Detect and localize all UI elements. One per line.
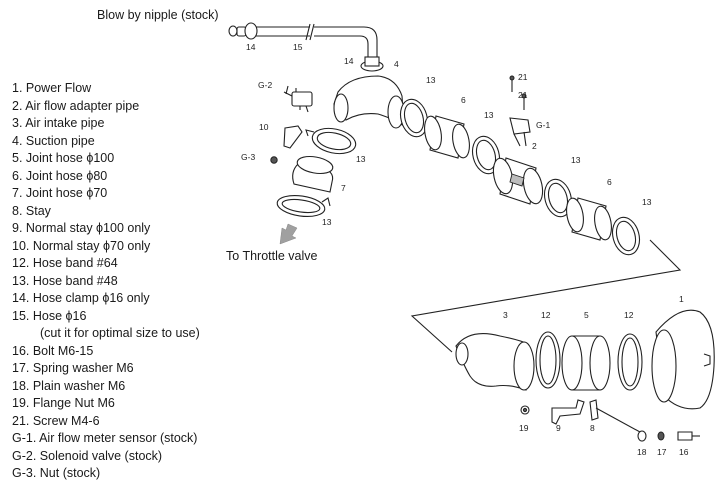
callout-21: 21: [518, 90, 528, 100]
callout-13: 13: [571, 155, 581, 165]
solenoid-valve: [283, 85, 313, 113]
callout-13: 13: [484, 110, 494, 120]
callout-G-3: G-3: [241, 152, 255, 162]
callout-18: 18: [637, 447, 647, 457]
legend-item: 5. Joint hose ϕ100: [12, 151, 115, 165]
throttle-arrow-icon: [279, 223, 298, 245]
legend-item: 4. Suction pipe: [12, 133, 95, 148]
callout-13: 13: [356, 154, 366, 164]
legend-item: 7. Joint hose ϕ70: [12, 186, 108, 200]
suction-pipe: [333, 75, 405, 129]
legend-item: G-1. Air flow meter sensor (stock): [12, 431, 198, 445]
legend-item: G-3. Nut (stock): [12, 466, 101, 480]
legend-item: 18. Plain washer M6: [12, 378, 126, 393]
hose-band-13-d: [611, 216, 641, 256]
callout-7: 7: [341, 183, 346, 193]
hose-band-13-left-lower: [276, 194, 331, 218]
joint-hose-7: [292, 155, 334, 193]
legend-item: 17. Spring washer M6: [12, 361, 134, 375]
legend-item: 14. Hose clamp ϕ16 only: [12, 291, 150, 305]
callout-labels: 14 15 14 4 G-2 10 G-3 13 7 13 13 6 13 21…: [241, 42, 689, 457]
connector-lines: [410, 239, 682, 353]
legend-item: G-2. Solenoid valve (stock): [12, 448, 163, 463]
callout-12: 12: [541, 310, 551, 320]
legend-item: 8. Stay: [12, 203, 51, 218]
callout-4: 4: [394, 59, 399, 69]
legend-item-note: (cut it for optimal size to use): [40, 326, 200, 340]
blow-by-caption: Blow by nipple (stock): [97, 8, 219, 22]
joint-hose-5: [561, 335, 611, 391]
air-flow-adapter-pipe: [492, 157, 544, 205]
power-flow-filter: [651, 309, 715, 410]
throttle-caption: To Throttle valve: [226, 249, 318, 263]
callout-14: 14: [246, 42, 256, 52]
callout-9: 9: [556, 423, 561, 433]
air-flow-meter-sensor: [509, 75, 531, 147]
legend-item: 1. Power Flow: [12, 81, 92, 95]
callout-5: 5: [584, 310, 589, 320]
legend-item: 15. Hose ϕ16: [12, 308, 87, 323]
callout-16: 16: [679, 447, 689, 457]
legend-item: 10. Normal stay ϕ70 only: [12, 238, 151, 253]
callout-12: 12: [624, 310, 634, 320]
callout-10: 10: [259, 122, 269, 132]
callout-15: 15: [293, 42, 303, 52]
hose-band-13-c: [543, 178, 573, 218]
legend-item: 2. Air flow adapter pipe: [12, 98, 140, 113]
callout-13: 13: [322, 217, 332, 227]
callout-17: 17: [657, 447, 667, 457]
callout-G-1: G-1: [536, 120, 550, 130]
hose-band-13-b: [471, 135, 501, 175]
legend-item: 21. Screw M4-6: [12, 413, 100, 428]
legend-item: 12. Hose band #64: [12, 256, 118, 270]
callout-3: 3: [503, 310, 508, 320]
hose-band-13-left-upper: [305, 127, 357, 155]
joint-hose-6-upper: [424, 115, 470, 159]
callout-21: 21: [518, 72, 528, 82]
air-intake-pipe: [455, 333, 535, 391]
hose-band-13-a: [399, 98, 429, 138]
stay-hardware: [520, 399, 700, 442]
callout-G-2: G-2: [258, 80, 272, 90]
legend-item: 19. Flange Nut M6: [12, 396, 115, 410]
stay-10: [270, 125, 303, 164]
legend-item: 3. Air intake pipe: [12, 116, 105, 130]
legend-item: 6. Joint hose ϕ80: [12, 168, 108, 183]
joint-hose-6-lower: [566, 197, 612, 241]
callout-13: 13: [426, 75, 436, 85]
hose-band-12-right: [617, 333, 643, 391]
callout-8: 8: [590, 423, 595, 433]
hose-band-12-left: [535, 331, 561, 389]
blow-by-hose-assembly: [228, 22, 384, 72]
legend-item: 13. Hose band #48: [12, 273, 118, 288]
callout-19: 19: [519, 423, 529, 433]
parts-legend: 1. Power Flow 2. Air flow adapter pipe 3…: [12, 80, 200, 483]
callout-13: 13: [642, 197, 652, 207]
callout-2: 2: [532, 141, 537, 151]
callout-6: 6: [461, 95, 466, 105]
legend-item: 9. Normal stay ϕ100 only: [12, 221, 151, 235]
legend-item: 16. Bolt M6-15: [12, 343, 94, 358]
callout-14: 14: [344, 56, 354, 66]
callout-1: 1: [679, 294, 684, 304]
callout-6: 6: [607, 177, 612, 187]
